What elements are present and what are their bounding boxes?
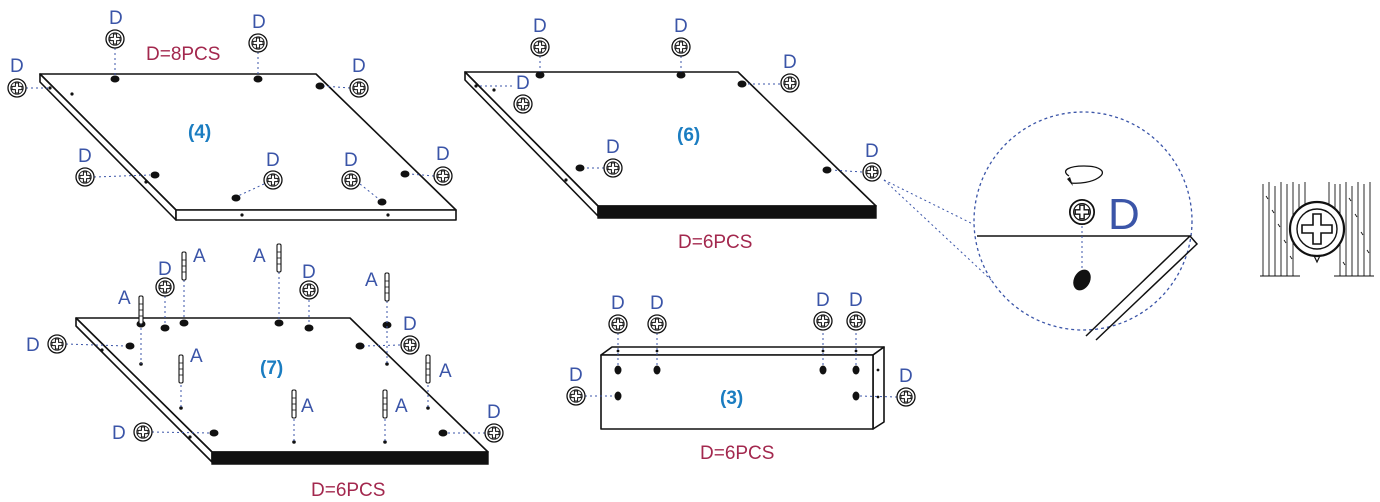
panel-7-quantity: D=6PCS [311, 480, 385, 501]
svg-text:A: A [395, 396, 408, 417]
svg-text:A: A [190, 346, 203, 367]
detail-zoom: D [883, 111, 1199, 341]
panel-4-part-number: (4) [188, 122, 211, 143]
panel-4: D D D D D D D D D=8PCS (4) [7, 8, 457, 221]
svg-text:D: D [650, 293, 664, 314]
panel-6-part-number: (6) [677, 125, 700, 146]
svg-text:A: A [253, 246, 266, 267]
panel-7: D D D D D D A A A A A A A A D=6PCS (7) [26, 243, 504, 501]
svg-text:D: D [487, 402, 501, 423]
svg-text:D: D [783, 52, 797, 73]
svg-text:D: D [516, 73, 530, 94]
svg-text:D: D [865, 141, 879, 162]
rotate-arrow-icon [1064, 165, 1103, 186]
svg-text:D: D [302, 262, 316, 283]
panel-7-part-number: (7) [260, 358, 283, 379]
screw-labels: D D D D D D [569, 290, 913, 387]
svg-text:D: D [569, 365, 583, 386]
svg-text:D: D [344, 150, 358, 171]
panel-3-part-number: (3) [720, 388, 743, 409]
screw-labels: D D D D D D [516, 16, 879, 162]
svg-text:D: D [816, 290, 830, 311]
svg-text:D: D [78, 146, 92, 167]
panel-3-quantity: D=6PCS [700, 443, 774, 464]
svg-text:D: D [611, 293, 625, 314]
svg-text:A: A [365, 270, 378, 291]
screw-labels: D D D D D D D D [10, 8, 450, 171]
panel-4-quantity: D=8PCS [146, 44, 220, 65]
svg-text:A: A [193, 246, 206, 267]
svg-text:D: D [899, 366, 913, 387]
svg-text:D: D [352, 56, 366, 77]
screw-cross-section-icon [1260, 182, 1374, 277]
svg-text:D: D [533, 16, 547, 37]
screw-labels: D D D D D D [26, 259, 501, 444]
pin-labels: A A A A A A A A [118, 246, 452, 417]
detail-screw-label: D [1108, 190, 1140, 239]
svg-text:D: D [112, 423, 126, 444]
detail-panel-edge [977, 235, 1199, 341]
panel-3: D D D D D D D=6PCS (3) [566, 290, 916, 464]
screw-head-icon [1068, 198, 1096, 226]
panel-6: D D D D D D D=6PCS (6) [464, 16, 882, 253]
svg-text:D: D [849, 290, 863, 311]
svg-text:D: D [252, 12, 266, 33]
svg-text:D: D [26, 335, 40, 356]
svg-text:D: D [10, 56, 24, 77]
svg-text:D: D [109, 8, 123, 29]
svg-text:A: A [301, 396, 314, 417]
svg-text:A: A [439, 361, 452, 382]
svg-text:D: D [606, 137, 620, 158]
svg-text:D: D [403, 314, 417, 335]
svg-text:D: D [436, 144, 450, 165]
svg-text:D: D [674, 16, 688, 37]
panel-6-quantity: D=6PCS [678, 232, 752, 253]
svg-text:D: D [266, 150, 280, 171]
svg-text:D: D [158, 259, 172, 280]
svg-text:A: A [118, 288, 131, 309]
